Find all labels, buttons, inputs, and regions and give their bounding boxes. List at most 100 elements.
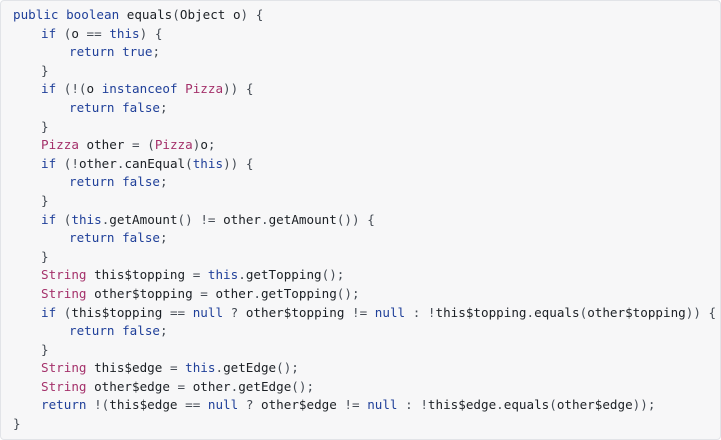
code-line: if (o == this) { [1,25,720,44]
code-token [56,212,64,227]
code-token: (!( [63,81,87,97]
code-token: Pizza [154,137,193,153]
code-line: String other$edge = other.getEdge(); [1,378,720,397]
code-token: = [132,137,140,153]
code-token: ; [152,44,161,60]
code-token: = [200,285,208,301]
code-token [162,360,170,375]
code-token: = [192,267,201,283]
code-line: String other$topping = other.getTopping(… [1,285,720,304]
code-token: return [69,44,115,60]
code-token: != [352,304,368,320]
code-token [87,267,95,282]
code-token: } [41,62,49,78]
code-token: this$edge [109,397,178,413]
code-token: o [86,81,95,97]
code-token [115,100,123,115]
code-token: { [708,304,717,320]
code-line: public boolean equals(Object o) { [1,6,720,25]
code-token [238,81,246,96]
code-token [79,137,87,152]
code-token: equals [534,304,580,320]
code-line: } [1,341,720,360]
code-token: ( [147,137,155,153]
code-token: public [13,7,59,22]
code-token [398,397,406,412]
code-token: other$topping [94,285,193,301]
code-line: } [1,192,720,211]
code-token: return [69,323,115,339]
code-token: . [261,211,269,227]
code-token: if [41,155,57,171]
code-token: } [41,341,49,357]
code-token: ( [63,25,72,41]
code-token: . [526,304,535,320]
code-token: = [177,378,186,394]
code-token: ( [185,155,193,171]
code-token: false [122,230,161,246]
code-token [87,360,95,375]
code-token [248,7,256,22]
code-token: ? [245,397,254,413]
code-token: other$edge [94,378,170,394]
code-token [405,305,413,320]
code-token [185,267,193,282]
code-token: (); [276,360,299,376]
code-token: (! [63,155,79,171]
code-token [115,230,123,245]
code-token: ? [230,304,239,320]
code-token: ) [139,25,148,41]
code-token [225,7,233,22]
code-token: } [13,416,21,432]
code-token [79,26,87,41]
code-token [147,26,155,41]
code-token: ( [579,304,588,320]
code-token: this [207,267,239,283]
code-token: . [116,155,125,171]
code-token: == [86,25,102,41]
code-token [56,26,64,41]
code-token: != [344,397,360,413]
code-token [56,305,64,320]
code-token: ; [160,323,168,339]
code-token: equals [126,7,173,22]
code-token: if [41,304,57,320]
code-token: return [41,397,87,413]
code-token: { [154,25,163,41]
code-token: Pizza [185,81,224,97]
code-line: String this$topping = this.getTopping(); [1,266,720,285]
code-token [87,397,95,412]
code-token: (); [336,285,360,301]
code-token: true [122,44,153,60]
code-token: == [185,397,201,413]
code-token: ( [549,397,557,413]
code-token: !( [94,397,110,413]
code-token [701,305,709,320]
code-token: return [69,99,115,115]
code-token: = [169,360,178,376]
code-token: . [230,378,239,394]
code-line: if (this$topping == null ? other$topping… [1,304,720,323]
code-token [367,305,375,320]
code-token: other$edge [556,397,633,413]
code-token: boolean [66,7,120,22]
code-line: return true; [1,43,720,62]
code-token: ()) [336,211,360,227]
code-token: if [41,25,57,41]
code-token: ; [207,137,216,153]
code-token [178,81,186,96]
code-token: ( [63,211,72,227]
code-token: { [245,155,254,171]
code-token: getTopping [245,267,322,283]
code-token: false [122,174,161,190]
code-token: } [41,118,49,134]
code-token: )); [632,397,656,413]
code-line: return false; [1,99,720,118]
code-line: } [1,118,720,137]
code-token: return [69,174,115,190]
code-token: )) [223,155,239,171]
code-token: canEqual [124,155,186,171]
code-token [56,156,64,171]
code-token [420,305,428,320]
code-token: other [86,137,125,153]
